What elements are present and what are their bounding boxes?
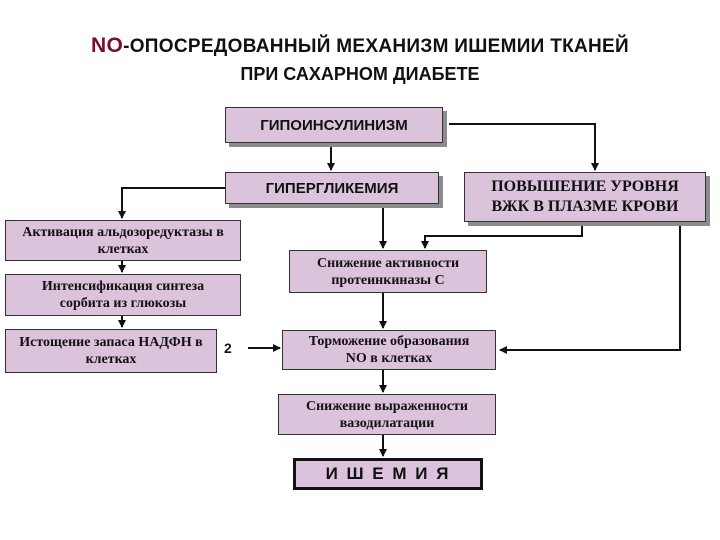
node-vasodilation-decrease: Снижение выраженности вазодилатации (278, 394, 496, 435)
title-line-1: -ОПОСРЕДОВАННЫЙ МЕХАНИЗМ ИШЕМИИ ТКАНЕЙ (123, 36, 629, 57)
node-hypoinsulinism: ГИПОИНСУЛИНИЗМ (225, 107, 443, 143)
node-aldose-reductase: Активация альдозоредуктазы в клетках (5, 220, 241, 261)
node-no-inhibition-label: Торможение образования NO в клетках (308, 334, 470, 366)
arrow-hypoinsulinism-to-ffa (449, 123, 599, 171)
node-hypoinsulinism-label: ГИПОИНСУЛИНИЗМ (260, 116, 408, 134)
arrow-ffa-to-pkc (421, 222, 583, 249)
node-pkc-decrease: Снижение активности протеинкиназы С (289, 250, 487, 293)
node-hyperglycemia: ГИПЕРГЛИКЕМИЯ (225, 172, 439, 204)
node-ischemia-label: И Ш Е М И Я (325, 464, 451, 483)
node-hyperglycemia-label: ГИПЕРГЛИКЕМИЯ (265, 179, 399, 197)
node-nadph-depletion: Истощение запаса НАДФН в клетках (5, 329, 217, 373)
page-subtitle: ПРИ САХАРНОМ ДИАБЕТЕ (240, 64, 480, 84)
node-nadph-depletion-label: Истощение запаса НАДФН в клетках (19, 335, 203, 367)
arrow-ffa-to-no (499, 222, 681, 354)
node-sorbitol-synthesis: Интенсификация синтеза сорбита из глюкоз… (5, 274, 241, 316)
node-sorbitol-synthesis-label: Интенсификация синтеза сорбита из глюкоз… (41, 279, 205, 311)
title-no-prefix: NO (90, 34, 124, 57)
arrow-hyperglycemia-to-aldose (118, 187, 225, 219)
node-ffa-increase-label: ПОВЫШЕНИЕ УРОВНЯ ВЖК В ПЛАЗМЕ КРОВИ (491, 178, 679, 215)
side-label-2: 2 (224, 340, 232, 356)
node-no-inhibition: Торможение образования NO в клетках (282, 330, 496, 370)
node-aldose-reductase-label: Активация альдозоредуктазы в клетках (22, 224, 224, 257)
node-pkc-decrease-label: Снижение активности протеинкиназы С (316, 255, 460, 288)
node-ffa-increase: ПОВЫШЕНИЕ УРОВНЯ ВЖК В ПЛАЗМЕ КРОВИ (464, 172, 706, 222)
node-vasodilation-decrease-label: Снижение выраженности вазодилатации (305, 398, 469, 431)
page-title: NO-ОПОСРЕДОВАННЫЙ МЕХАНИЗМ ИШЕМИИ ТКАНЕЙ (0, 34, 720, 58)
node-ischemia: И Ш Е М И Я (293, 458, 483, 490)
